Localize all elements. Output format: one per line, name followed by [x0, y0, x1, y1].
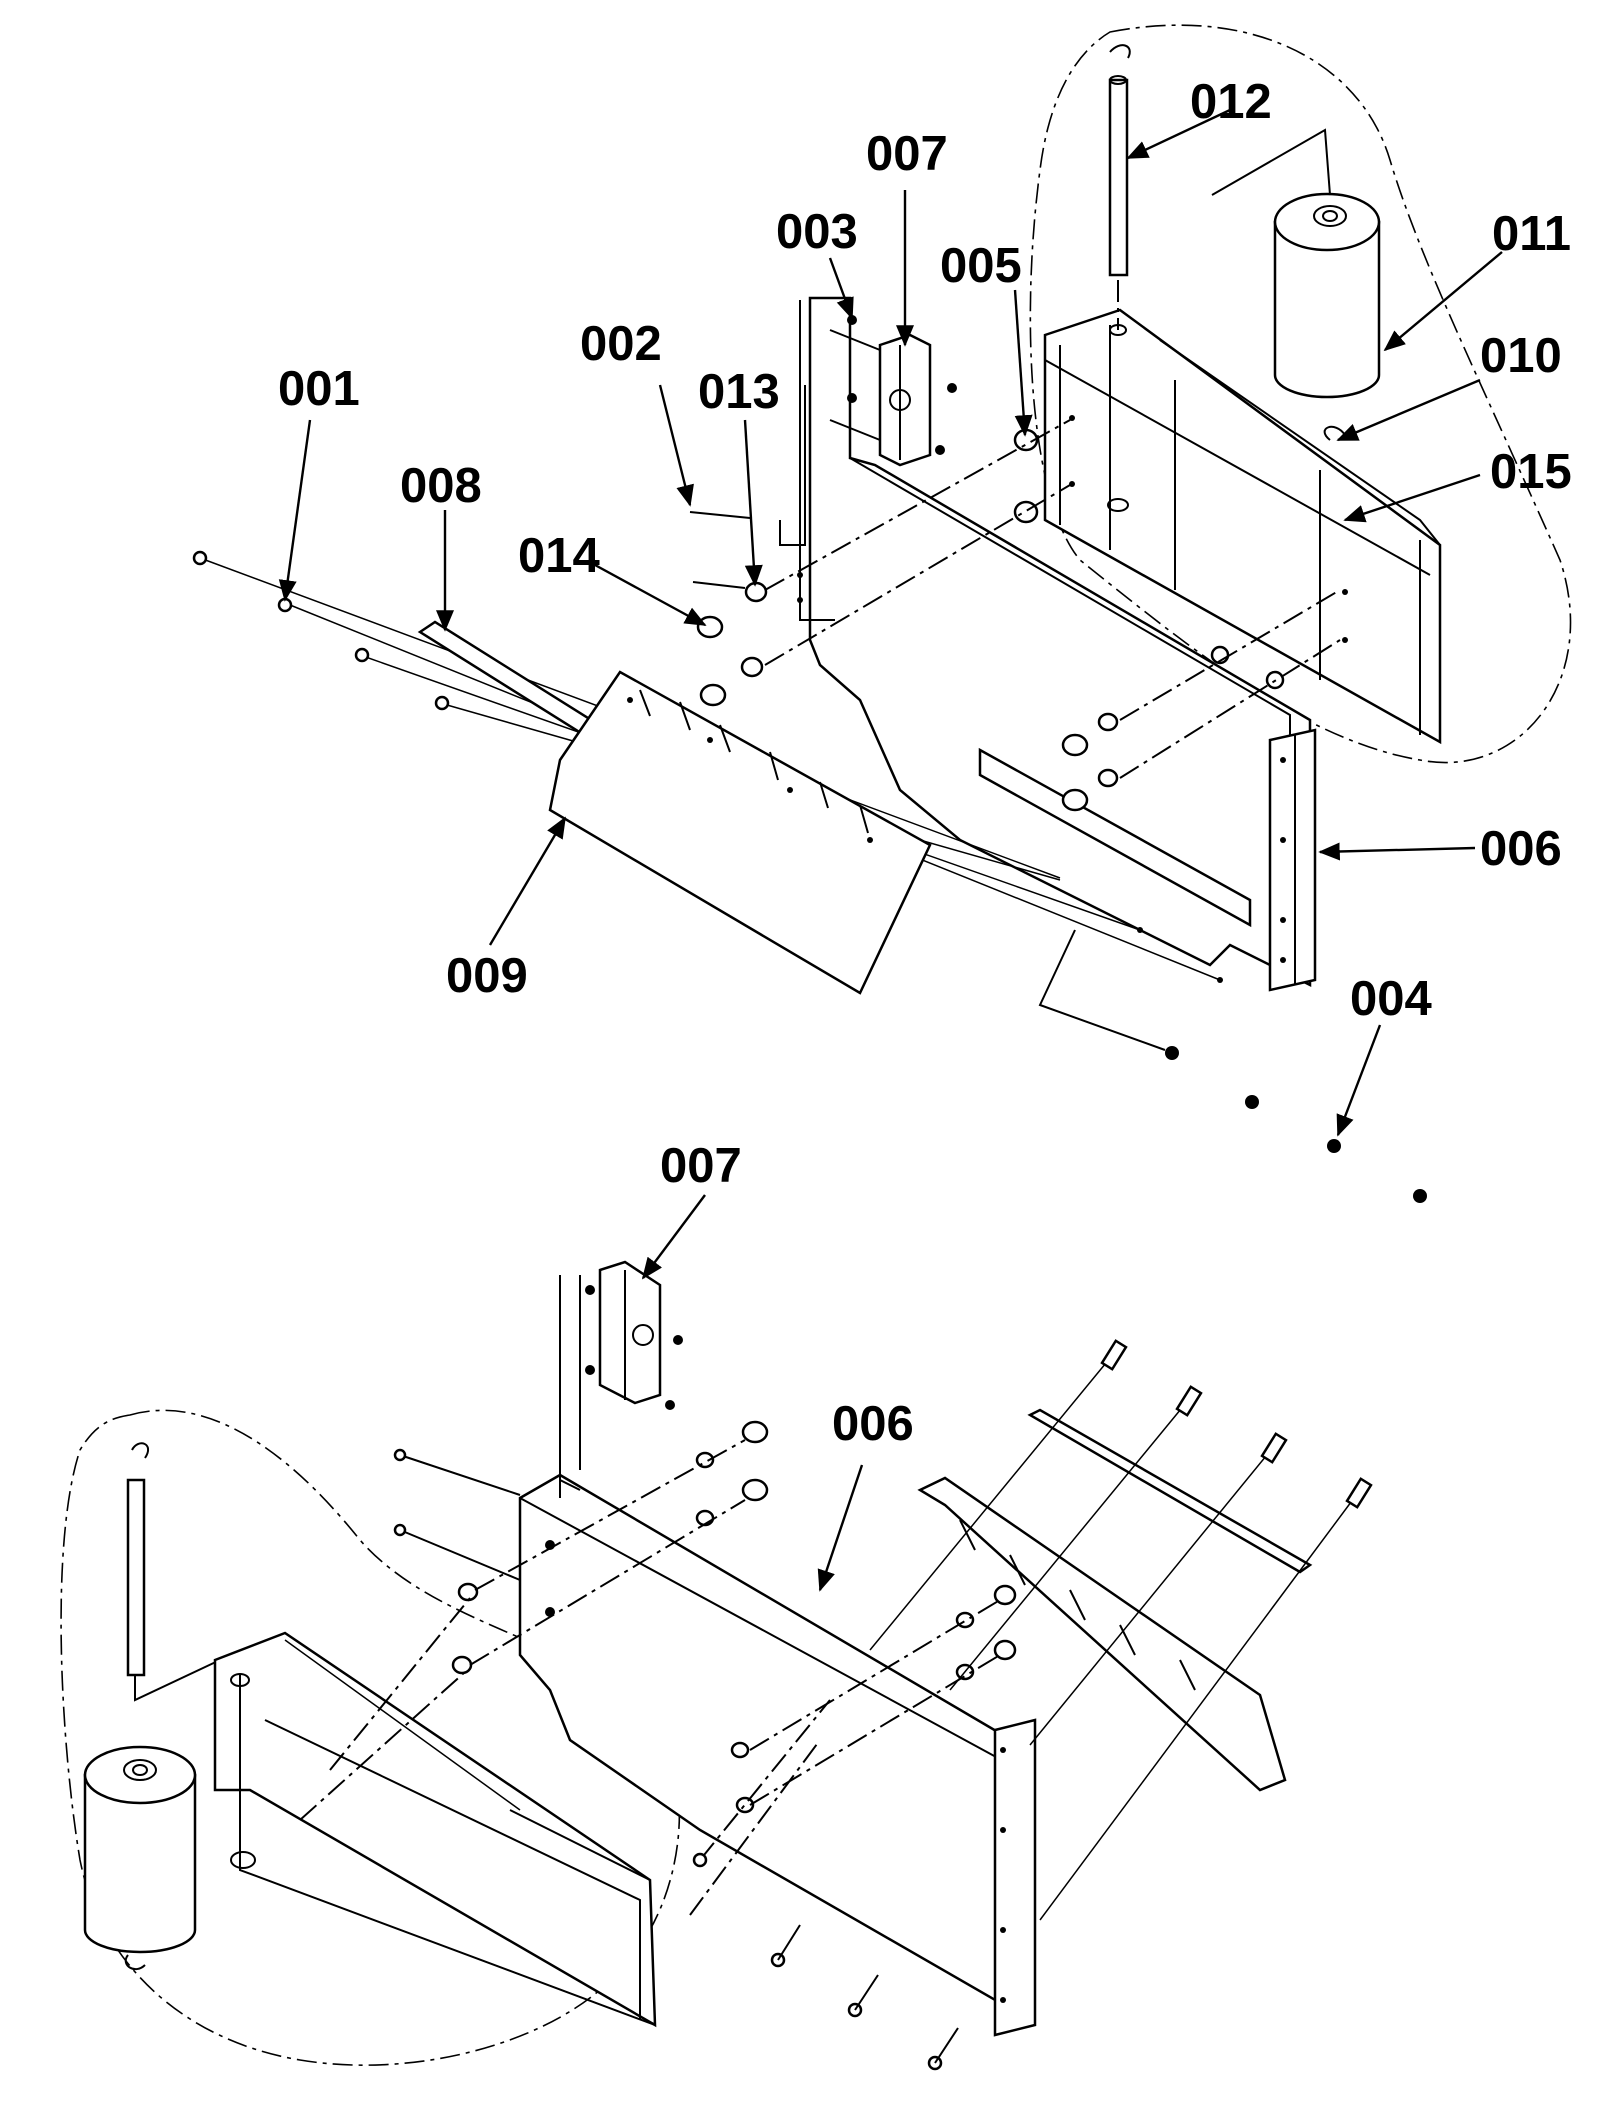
shaft-bottom — [126, 1442, 221, 1702]
callout-003: 003 — [776, 205, 858, 259]
callout-001: 001 — [278, 362, 360, 416]
bolts-004 — [1038, 929, 1427, 1203]
top-phantom-outline — [1029, 24, 1572, 764]
callout-014: 014 — [518, 529, 600, 583]
panel-006-bottom — [518, 1473, 1037, 2037]
louver-plate-bottom — [917, 1476, 1287, 1792]
louver-plate-009 — [548, 670, 932, 995]
callout-002: 002 — [580, 317, 662, 371]
fan-bracket-015 — [1043, 308, 1442, 745]
strip-bottom — [1027, 1408, 1313, 1574]
callout-006-bottom: 006 — [832, 1397, 914, 1451]
callout-004: 004 — [1350, 972, 1432, 1026]
shaft-012 — [1108, 44, 1131, 330]
callout-007-top: 007 — [866, 127, 948, 181]
callout-007-bottom: 007 — [660, 1139, 742, 1193]
callout-005: 005 — [940, 239, 1022, 293]
hinge-block-007-top — [829, 315, 957, 467]
fan-bracket-bottom — [213, 1631, 657, 2028]
screws-bottom — [869, 1339, 1373, 1921]
callout-012: 012 — [1190, 75, 1272, 129]
panel-006-top — [808, 296, 1317, 992]
fasteners-bottom — [299, 1420, 1017, 2071]
motor-011 — [1211, 128, 1381, 399]
side-bracket-top — [779, 300, 835, 621]
callout-010: 010 — [1480, 329, 1562, 383]
bottom-assembly — [60, 1260, 1373, 2071]
leader-lines — [278, 108, 1503, 1592]
callout-009: 009 — [446, 949, 528, 1003]
callout-labels: 012 011 010 015 006 004 007 003 005 002 … — [278, 75, 1572, 1451]
callout-013: 013 — [698, 365, 780, 419]
callout-015: 015 — [1490, 445, 1572, 499]
callout-011: 011 — [1492, 207, 1571, 261]
callout-006-top: 006 — [1480, 822, 1562, 876]
hinge-block-007-bottom — [585, 1260, 683, 1410]
side-bracket-bottom — [559, 1275, 581, 1491]
motor-bottom — [83, 1745, 197, 1971]
callout-008: 008 — [400, 459, 482, 513]
top-assembly — [192, 24, 1572, 1203]
